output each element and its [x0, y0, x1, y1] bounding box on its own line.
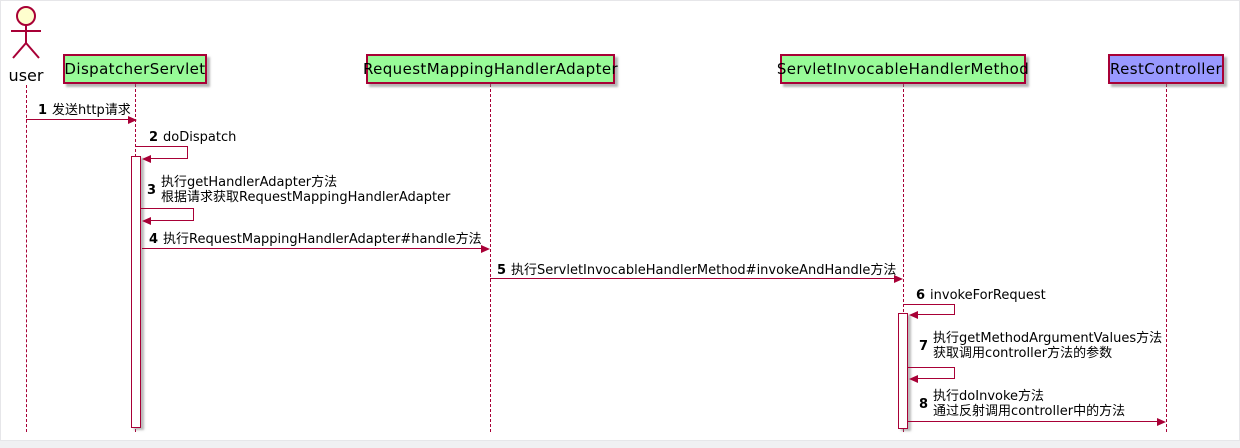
message-3-self-line	[141, 208, 193, 209]
participant-requestmappinghandleradapter-label: RequestMappingHandlerAdapter	[362, 60, 619, 78]
message-6-self-line	[904, 304, 954, 305]
message-7-self-line	[908, 367, 954, 368]
user-actor-icon	[11, 6, 41, 59]
lifeline-restcontroller	[1166, 84, 1167, 432]
message-8-arrowhead-icon	[1157, 418, 1166, 426]
message-5-number: 5	[497, 263, 507, 278]
actor-user-label: user	[8, 66, 44, 85]
message-8-arrow-line	[908, 421, 1157, 422]
message-6-number: 6	[916, 288, 926, 303]
message-4-arrow-line	[142, 248, 481, 249]
message-7-arrowhead-icon	[909, 375, 918, 383]
message-2-arrowhead-icon	[142, 155, 151, 163]
message-6-text: invokeForRequest	[930, 288, 1046, 303]
message-3-label: 3 执行getHandlerAdapter方法 根据请求获取RequestMap…	[147, 175, 450, 205]
message-3-text-line1: 执行getHandlerAdapter方法	[161, 175, 338, 190]
message-6-self-line	[954, 304, 955, 315]
message-8-label: 8 执行doInvoke方法 通过反射调用controller中的方法	[919, 389, 1125, 419]
message-1-text: 发送http请求	[52, 103, 131, 118]
message-3-arrowhead-icon	[142, 217, 151, 225]
message-4-arrowhead-icon	[481, 245, 490, 253]
message-7-self-line	[918, 378, 955, 379]
message-4-text: 执行RequestMappingHandlerAdapter#handle方法	[163, 232, 482, 247]
message-2-self-line	[187, 146, 188, 159]
message-7-label: 7 执行getMethodArgumentValues方法 获取调用contro…	[919, 331, 1162, 361]
message-2-self-line	[136, 146, 187, 147]
message-3-text-line2: 根据请求获取RequestMappingHandlerAdapter	[161, 190, 451, 205]
activation-bar-dispatcherservlet	[131, 156, 141, 428]
message-6-label: 6 invokeForRequest	[916, 288, 1046, 303]
message-3-self-line	[151, 220, 194, 221]
participant-dispatcherservlet: DispatcherServlet	[63, 54, 207, 84]
message-2-text: doDispatch	[163, 130, 237, 145]
message-2-label: 2 doDispatch	[149, 130, 236, 145]
message-5-text: 执行ServletInvocableHandlerMethod#invokeAn…	[511, 263, 897, 278]
participant-restcontroller: RestController	[1108, 54, 1224, 84]
actor-user: user	[1, 5, 51, 85]
lifeline-user	[26, 85, 27, 432]
message-1-arrow-line	[26, 119, 128, 120]
message-5-label: 5 执行ServletInvocableHandlerMethod#invokeA…	[497, 263, 896, 278]
message-3-self-line	[193, 208, 194, 221]
message-8-text-line2: 通过反射调用controller中的方法	[933, 404, 1126, 419]
message-5-arrow-line	[490, 278, 894, 279]
message-2-self-line	[151, 158, 188, 159]
message-5-arrowhead-icon	[894, 275, 903, 283]
message-7-text-line1: 执行getMethodArgumentValues方法	[933, 331, 1163, 346]
lifeline-servletinvocablehandlermethod	[903, 84, 904, 432]
message-1-label: 1 发送http请求	[38, 103, 131, 118]
message-6-self-line	[918, 314, 955, 315]
activation-bar-servletinvocablehandlermethod	[898, 313, 908, 429]
participant-restcontroller-label: RestController	[1109, 60, 1223, 78]
message-7-self-line	[954, 367, 955, 379]
participant-requestmappinghandleradapter: RequestMappingHandlerAdapter	[362, 54, 619, 84]
participant-dispatcherservlet-label: DispatcherServlet	[64, 60, 206, 78]
message-6-arrowhead-icon	[909, 311, 918, 319]
message-8-number: 8	[919, 396, 929, 412]
message-7-number: 7	[919, 338, 929, 354]
participant-servletinvocablehandlermethod: ServletInvocableHandlerMethod	[776, 54, 1030, 84]
message-7-text-line2: 获取调用controller方法的参数	[933, 346, 1113, 361]
lifeline-requestmappinghandleradapter	[490, 84, 491, 432]
participant-servletinvocablehandlermethod-label: ServletInvocableHandlerMethod	[776, 60, 1030, 78]
message-3-number: 3	[147, 182, 157, 198]
message-1-arrowhead-icon	[128, 116, 137, 124]
message-1-number: 1	[38, 103, 48, 118]
message-4-label: 4 执行RequestMappingHandlerAdapter#handle方法	[149, 232, 482, 247]
message-4-number: 4	[149, 232, 159, 247]
message-2-number: 2	[149, 130, 159, 145]
message-8-text-line1: 执行doInvoke方法	[933, 389, 1045, 404]
